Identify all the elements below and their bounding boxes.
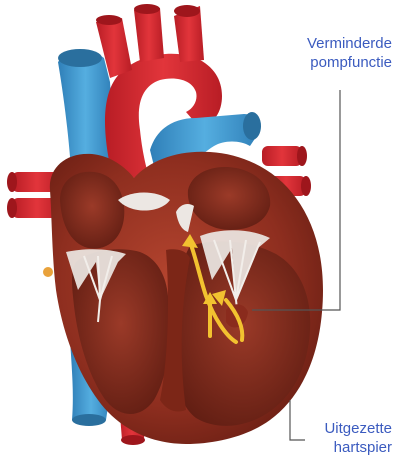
aortic-branch-1-opening xyxy=(96,15,122,25)
label-dilated-muscle-line1: Uitgezette xyxy=(324,419,392,438)
pulmonary-vein-right-2-opening xyxy=(301,176,311,196)
aortic-branch-3-opening xyxy=(174,5,200,17)
pulmonary-artery-opening xyxy=(243,112,261,140)
leader-line-dilated-muscle xyxy=(290,400,305,440)
label-reduced-pump-line2: pompfunctie xyxy=(307,53,392,72)
pulmonary-vein-left-1-opening xyxy=(7,172,17,192)
inferior-vena-cava-opening xyxy=(72,414,106,426)
superior-vena-cava-opening xyxy=(58,49,102,67)
label-reduced-pump-function: Verminderde pompfunctie xyxy=(307,34,392,72)
label-dilated-muscle-line2: hartspier xyxy=(324,438,392,457)
label-reduced-pump-line1: Verminderde xyxy=(307,34,392,53)
aortic-branch-2-opening xyxy=(134,4,160,14)
pulmonary-vein-left-2-opening xyxy=(7,198,17,218)
pulmonary-vein-right-1-opening xyxy=(297,146,307,166)
label-dilated-heart-muscle: Uitgezette hartspier xyxy=(324,419,392,457)
pulmonary-vein-right-1 xyxy=(262,146,302,166)
descending-aorta-opening xyxy=(121,435,145,445)
sa-node xyxy=(43,267,53,277)
aortic-branch-2 xyxy=(134,8,164,62)
